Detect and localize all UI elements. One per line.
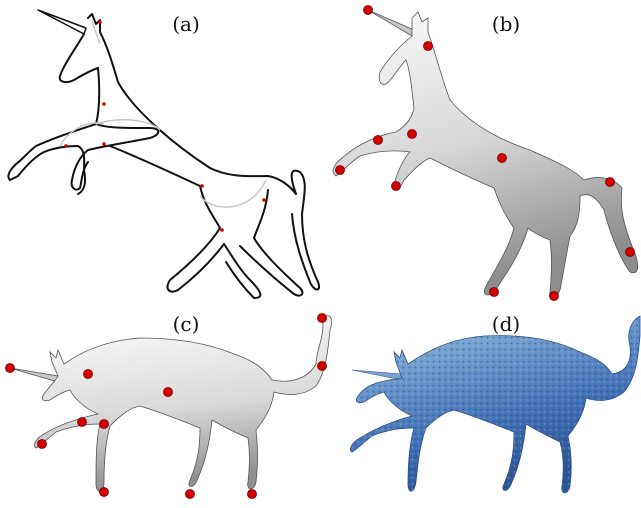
- control-point: [392, 182, 401, 191]
- control-point: [164, 388, 173, 397]
- control-point: [248, 490, 257, 499]
- control-point: [6, 364, 15, 373]
- control-point: [78, 418, 87, 427]
- panel-a: [8, 10, 319, 298]
- control-point: [550, 292, 559, 301]
- sketch-control-marks: [64, 20, 266, 232]
- sketch-outline: [8, 10, 319, 298]
- panel-label-c: (c): [166, 312, 206, 336]
- control-point: [318, 314, 327, 323]
- control-point: [490, 288, 499, 297]
- control-point: [336, 166, 345, 175]
- control-point: [606, 178, 615, 187]
- control-point: [374, 136, 383, 145]
- construction-curves: [60, 20, 266, 207]
- control-point: [38, 440, 47, 449]
- panel-d: [350, 316, 640, 493]
- control-point: [100, 420, 109, 429]
- control-point: [626, 248, 635, 257]
- panel-b: [333, 6, 638, 301]
- control-point: [408, 130, 417, 139]
- shaded-model-c: [10, 316, 332, 492]
- control-point: [424, 42, 433, 51]
- control-point: [186, 490, 195, 499]
- panel-c: [6, 314, 332, 499]
- shaded-model-b: [333, 10, 638, 298]
- texture-stipple: [350, 316, 640, 493]
- panel-label-d: (d): [486, 312, 526, 336]
- control-point: [84, 370, 93, 379]
- control-point: [498, 154, 507, 163]
- panel-label-a: (a): [166, 12, 206, 36]
- control-point: [364, 6, 373, 15]
- textured-horn: [352, 370, 402, 380]
- control-point: [100, 488, 109, 497]
- control-point: [318, 362, 327, 371]
- panel-label-b: (b): [486, 12, 526, 36]
